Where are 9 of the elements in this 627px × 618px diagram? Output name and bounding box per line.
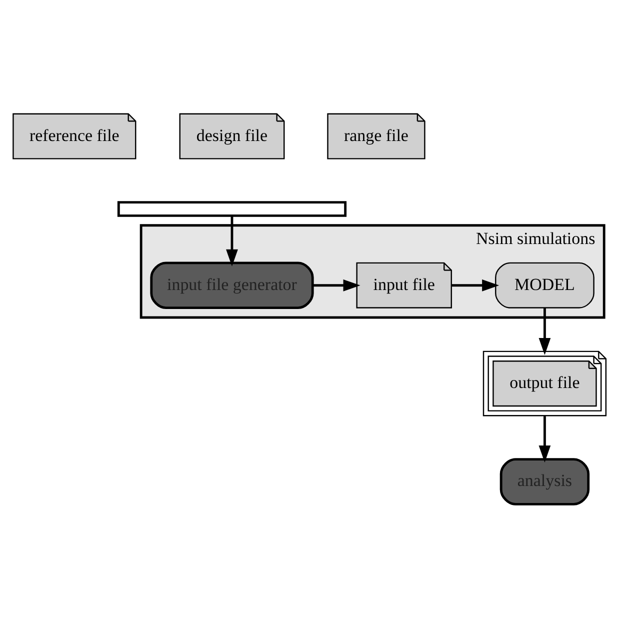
node-box [117,201,347,217]
arrow [538,416,551,462]
node-box: input file generator [150,262,314,309]
arrow [538,308,551,355]
node-box: MODEL [495,262,594,308]
arrow [226,216,238,266]
node-box: analysis [500,458,590,506]
arrow [452,279,500,292]
arrow [312,279,360,292]
